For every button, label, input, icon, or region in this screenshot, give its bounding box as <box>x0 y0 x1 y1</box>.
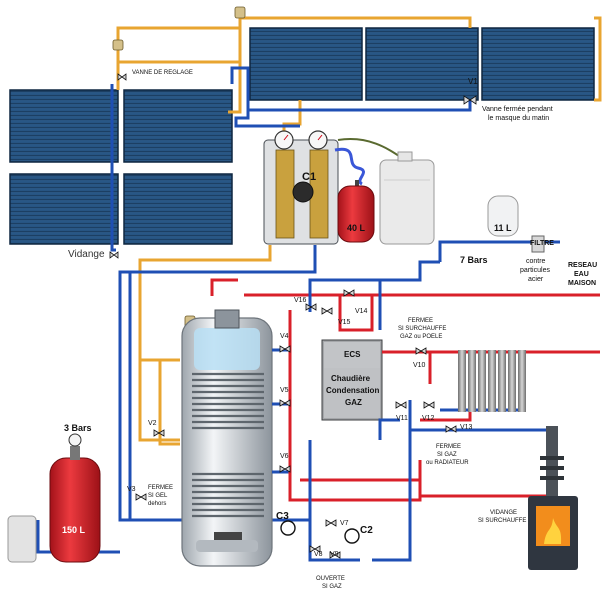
glycol-jerrycan <box>379 151 435 245</box>
valve-v16 <box>305 303 317 311</box>
valve-v2-label: V2 <box>148 420 157 427</box>
valve-v7 <box>325 519 337 527</box>
valve-vidange <box>109 251 119 259</box>
pump-c3 <box>280 520 296 536</box>
fermee-gaz-line2: SI GAZ <box>437 452 457 458</box>
filtre-note-line3: acier <box>528 276 544 283</box>
valve-v7-label: V7 <box>340 520 349 527</box>
valves <box>109 73 477 559</box>
valve-v9-label: V9 <box>330 551 339 558</box>
valve-v13 <box>445 425 457 433</box>
valve-v4-label: V4 <box>280 333 289 340</box>
solar-panel <box>481 27 595 101</box>
fermee-surchauffe-line3: GAZ ou POELE <box>400 334 443 340</box>
valve-v11 <box>395 401 407 409</box>
vase-150l-label: 150 L <box>62 525 86 535</box>
filtre-label: FILTRE <box>530 240 554 247</box>
filtre-note-line2: particules <box>520 267 550 274</box>
solar-panel <box>123 173 233 245</box>
valve-v10-label: V10 <box>413 362 426 369</box>
solar-panel <box>9 89 119 163</box>
solar-panel <box>9 173 119 245</box>
water-filter <box>531 235 545 253</box>
flex-hose <box>334 147 365 186</box>
valve-v8 <box>309 545 321 553</box>
expansion-vessel-11l <box>487 195 519 237</box>
vidange-label: Vidange <box>68 249 105 260</box>
valve-v6-label: V6 <box>280 453 289 460</box>
valve-v5 <box>279 399 291 407</box>
pump-c3-label: C3 <box>276 511 289 522</box>
v1-note-line1: Vanne fermée pendant <box>482 106 553 113</box>
pump-c2 <box>344 528 360 544</box>
valve-v12 <box>423 401 435 409</box>
vanne-reglage-label: VANNE DE REGLAGE <box>132 70 193 76</box>
reseau-line3: MAISON <box>568 280 596 287</box>
valve-v1-label: V1 <box>468 77 478 86</box>
vase-11l-label: 11 L <box>494 223 512 233</box>
vidange-surchauffe-line1: VIDANGE <box>490 510 518 516</box>
valve-v16-label: V16 <box>294 297 307 304</box>
expansion-vessel-150l <box>49 433 101 563</box>
ouverte-gaz-line2: SI GAZ <box>322 584 342 590</box>
pumps <box>280 520 360 544</box>
vase-40l-label: 40 L <box>347 223 366 233</box>
fermee-gaz-line1: FERMEE <box>436 444 462 450</box>
chaudiere-line2: Condensation <box>326 386 380 395</box>
valve-v2 <box>153 429 165 437</box>
valve-vanne-reglage <box>117 73 127 81</box>
solar-panels <box>9 27 595 245</box>
valve-v15 <box>321 307 333 315</box>
gas-boiler <box>321 339 383 421</box>
vidange-surchauffe-line2: SI SURCHAUFFE <box>478 518 527 524</box>
air-vent <box>112 39 124 51</box>
valve-v4 <box>279 345 291 353</box>
radiator <box>458 350 526 412</box>
valve-v14-label: V14 <box>355 308 368 315</box>
pressure-3-label: 3 Bars <box>64 423 92 433</box>
reseau-line1: RESEAU <box>568 262 598 269</box>
valve-v15-label: V15 <box>338 319 351 326</box>
solar-panel <box>249 27 363 101</box>
valve-v11-label: V11 <box>396 415 408 422</box>
pump-c2-label: C2 <box>360 525 373 536</box>
solar-pump-station-c1 <box>263 130 339 245</box>
air-vent <box>234 6 246 19</box>
valve-v5-label: V5 <box>280 387 289 394</box>
chaudiere-line3: GAZ <box>345 398 362 407</box>
solar-panel <box>123 89 233 163</box>
ecs-label: ECS <box>344 350 361 359</box>
valve-v14 <box>343 289 355 297</box>
solar-panel <box>365 27 479 101</box>
fermee-surchauffe-line1: FERMEE <box>408 318 434 324</box>
pump-c1-label: C1 <box>302 171 317 183</box>
reseau-line2: EAU <box>574 271 589 278</box>
filtre-note-line1: contre <box>526 258 546 265</box>
solar-loop-pipes <box>110 16 602 522</box>
valve-v13-label: V13 <box>460 424 473 431</box>
chaudiere-line1: Chaudière <box>331 374 371 383</box>
valve-v9 <box>329 551 341 559</box>
valve-v3 <box>135 493 147 501</box>
small-jerrycan <box>7 515 37 563</box>
fermee-surchauffe-line2: SI SURCHAUFFE <box>398 326 447 332</box>
fermee-gel-line2: SI GEL <box>148 493 168 499</box>
valve-v6 <box>279 465 291 473</box>
valve-v10 <box>415 347 427 355</box>
fermee-gel-line1: FERMEE <box>148 485 174 491</box>
valve-v8-label: V8 <box>314 551 323 558</box>
ouverte-gaz-line1: OUVERTE <box>316 576 345 582</box>
fermee-gaz-line3: ou RADIATEUR <box>426 460 469 466</box>
expansion-vessel-40l <box>337 180 375 243</box>
storage-tank <box>181 309 273 567</box>
valve-v1 <box>463 95 477 105</box>
valve-v3-label: V3 <box>127 486 136 493</box>
wood-stove <box>528 426 578 570</box>
pressure-7-label: 7 Bars <box>460 255 488 265</box>
v1-note-line2: le masque du matin <box>488 115 550 122</box>
fermee-gel-line3: dehors <box>148 501 167 507</box>
valve-v12-label: V12 <box>422 415 435 422</box>
